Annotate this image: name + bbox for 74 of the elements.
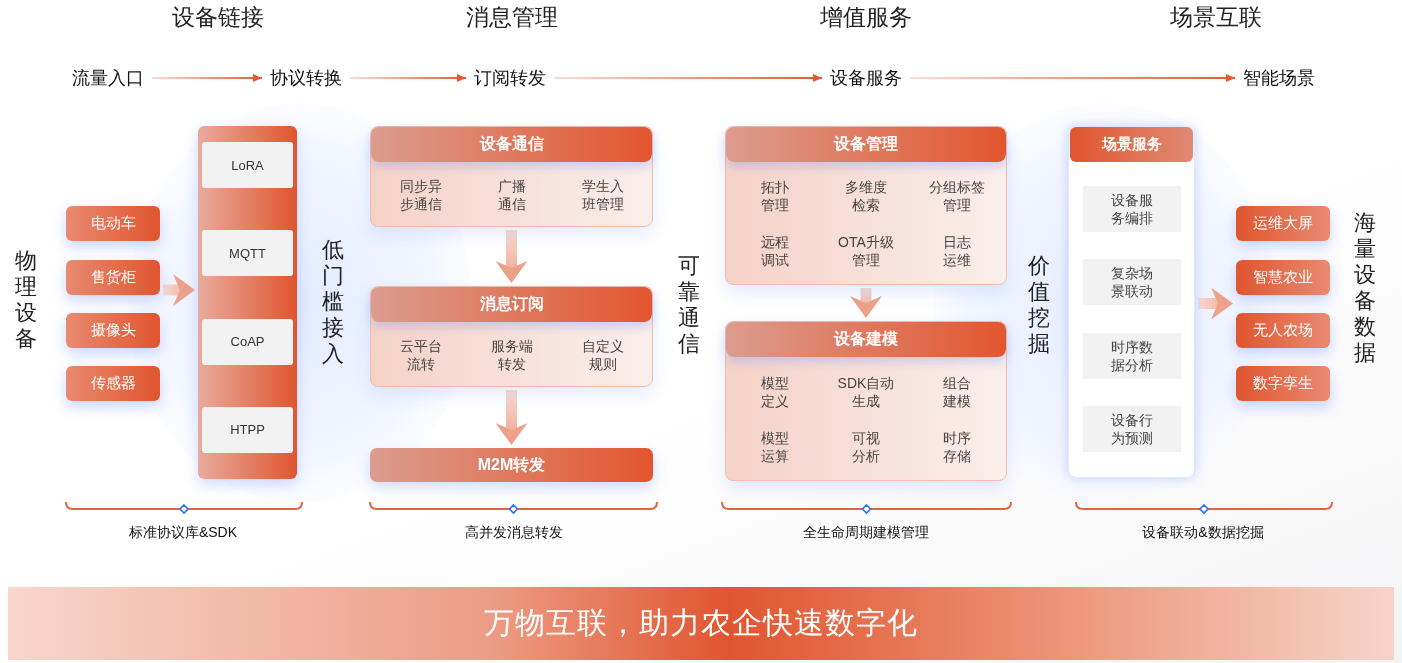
device-tag: 售货柜 xyxy=(66,260,160,295)
scenario-tag: 无人农场 xyxy=(1236,313,1330,348)
chevron-arrow xyxy=(495,230,528,283)
feature-label: 模型运算 xyxy=(761,428,790,465)
column-heading: 场景互联 xyxy=(1170,3,1262,31)
arrow xyxy=(349,74,467,82)
feature-card xyxy=(725,126,1007,285)
bracket-caption: 标准协议库&SDK xyxy=(128,523,238,541)
protocol-bar xyxy=(198,126,297,479)
flow-step-text: 协议转换 xyxy=(270,67,342,89)
feature-label: SDK自动生成 xyxy=(836,373,896,410)
bracket-caption: 全生命周期建模管理 xyxy=(803,523,929,541)
card-header: 消息订阅 xyxy=(371,287,652,322)
flow-step-text: 流量入口 xyxy=(72,67,144,89)
flow-step-text: 订阅转发 xyxy=(474,67,546,89)
feature-label: 组合建模 xyxy=(942,373,971,410)
arrow xyxy=(553,74,823,82)
device-tag: 摄像头 xyxy=(66,313,160,348)
protocol-tile: MQTT xyxy=(202,230,293,277)
feature-label: 多维度检索 xyxy=(845,178,887,215)
protocol-tile: HTPP xyxy=(202,407,293,453)
feature-label: 时序存储 xyxy=(942,428,971,465)
feature-label: OTA升级管理 xyxy=(837,232,895,269)
protocol-tile: CoAP xyxy=(202,318,293,365)
feature-card xyxy=(725,321,1007,481)
side-caption: 价值挖掘 xyxy=(1027,253,1050,357)
scenario-tag: 智慧农业 xyxy=(1236,260,1330,295)
feature-label: 学生入班管理 xyxy=(581,176,624,213)
side-caption: 低门槛接入 xyxy=(321,237,344,367)
arrow xyxy=(151,74,263,82)
feature-label: 同步异步通信 xyxy=(399,176,442,213)
side-caption: 物理设备 xyxy=(14,248,37,352)
module-bar: M2M转发 xyxy=(370,448,653,482)
column-heading: 消息管理 xyxy=(466,3,558,31)
feature-label: 远程调试 xyxy=(761,232,790,269)
scenario-tag: 运维大屏 xyxy=(1236,206,1330,241)
flow-step-text: 设备服务 xyxy=(830,67,902,89)
card-header: 设备建模 xyxy=(726,322,1006,357)
feature-label: 分组标签管理 xyxy=(928,178,985,215)
feature-card xyxy=(370,126,653,227)
column-heading: 设备链接 xyxy=(172,3,264,31)
card-header: 设备通信 xyxy=(371,127,652,162)
feature-label: 可视分析 xyxy=(852,428,880,465)
arrow xyxy=(909,74,1236,82)
chevron-arrow xyxy=(495,390,528,445)
column-heading: 增值服务 xyxy=(820,3,912,31)
side-caption: 海量设备数据 xyxy=(1353,210,1376,366)
feature-label: 广播通信 xyxy=(497,176,526,213)
scenario-tag: 数字孪生 xyxy=(1236,366,1330,401)
service-tile: 设备行为预测 xyxy=(1082,406,1181,452)
bracket-caption: 设备联动&数据挖掘 xyxy=(1142,523,1264,541)
card-header: 设备管理 xyxy=(726,127,1006,162)
flow-step-text: 智能场景 xyxy=(1243,67,1315,89)
feature-label: 自定义规则 xyxy=(581,336,624,373)
panel-header: 场景服务 xyxy=(1070,127,1193,162)
feature-card xyxy=(370,286,653,387)
feature-label: 服务端转发 xyxy=(490,336,533,373)
chevron-arrow xyxy=(850,288,882,318)
service-tile: 设备服务编排 xyxy=(1082,186,1181,232)
feature-label: 云平台流转 xyxy=(399,336,442,373)
service-tile: 时序数据分析 xyxy=(1082,332,1181,379)
chevron-arrow xyxy=(1198,287,1233,320)
service-tile: 复杂场景联动 xyxy=(1082,259,1181,306)
side-caption: 可靠通信 xyxy=(677,253,700,357)
slogan-banner: 万物互联，助力农企快速数字化 xyxy=(8,587,1394,660)
device-tag: 电动车 xyxy=(66,206,160,241)
chevron-arrow xyxy=(163,274,195,306)
feature-label: 拓扑管理 xyxy=(761,178,790,215)
feature-label: 日志运维 xyxy=(942,232,971,269)
feature-label: 模型定义 xyxy=(761,373,790,410)
device-tag: 传感器 xyxy=(66,366,160,401)
bracket-caption: 高并发消息转发 xyxy=(465,523,563,541)
service-panel xyxy=(1068,126,1195,478)
protocol-tile: LoRA xyxy=(202,142,293,188)
